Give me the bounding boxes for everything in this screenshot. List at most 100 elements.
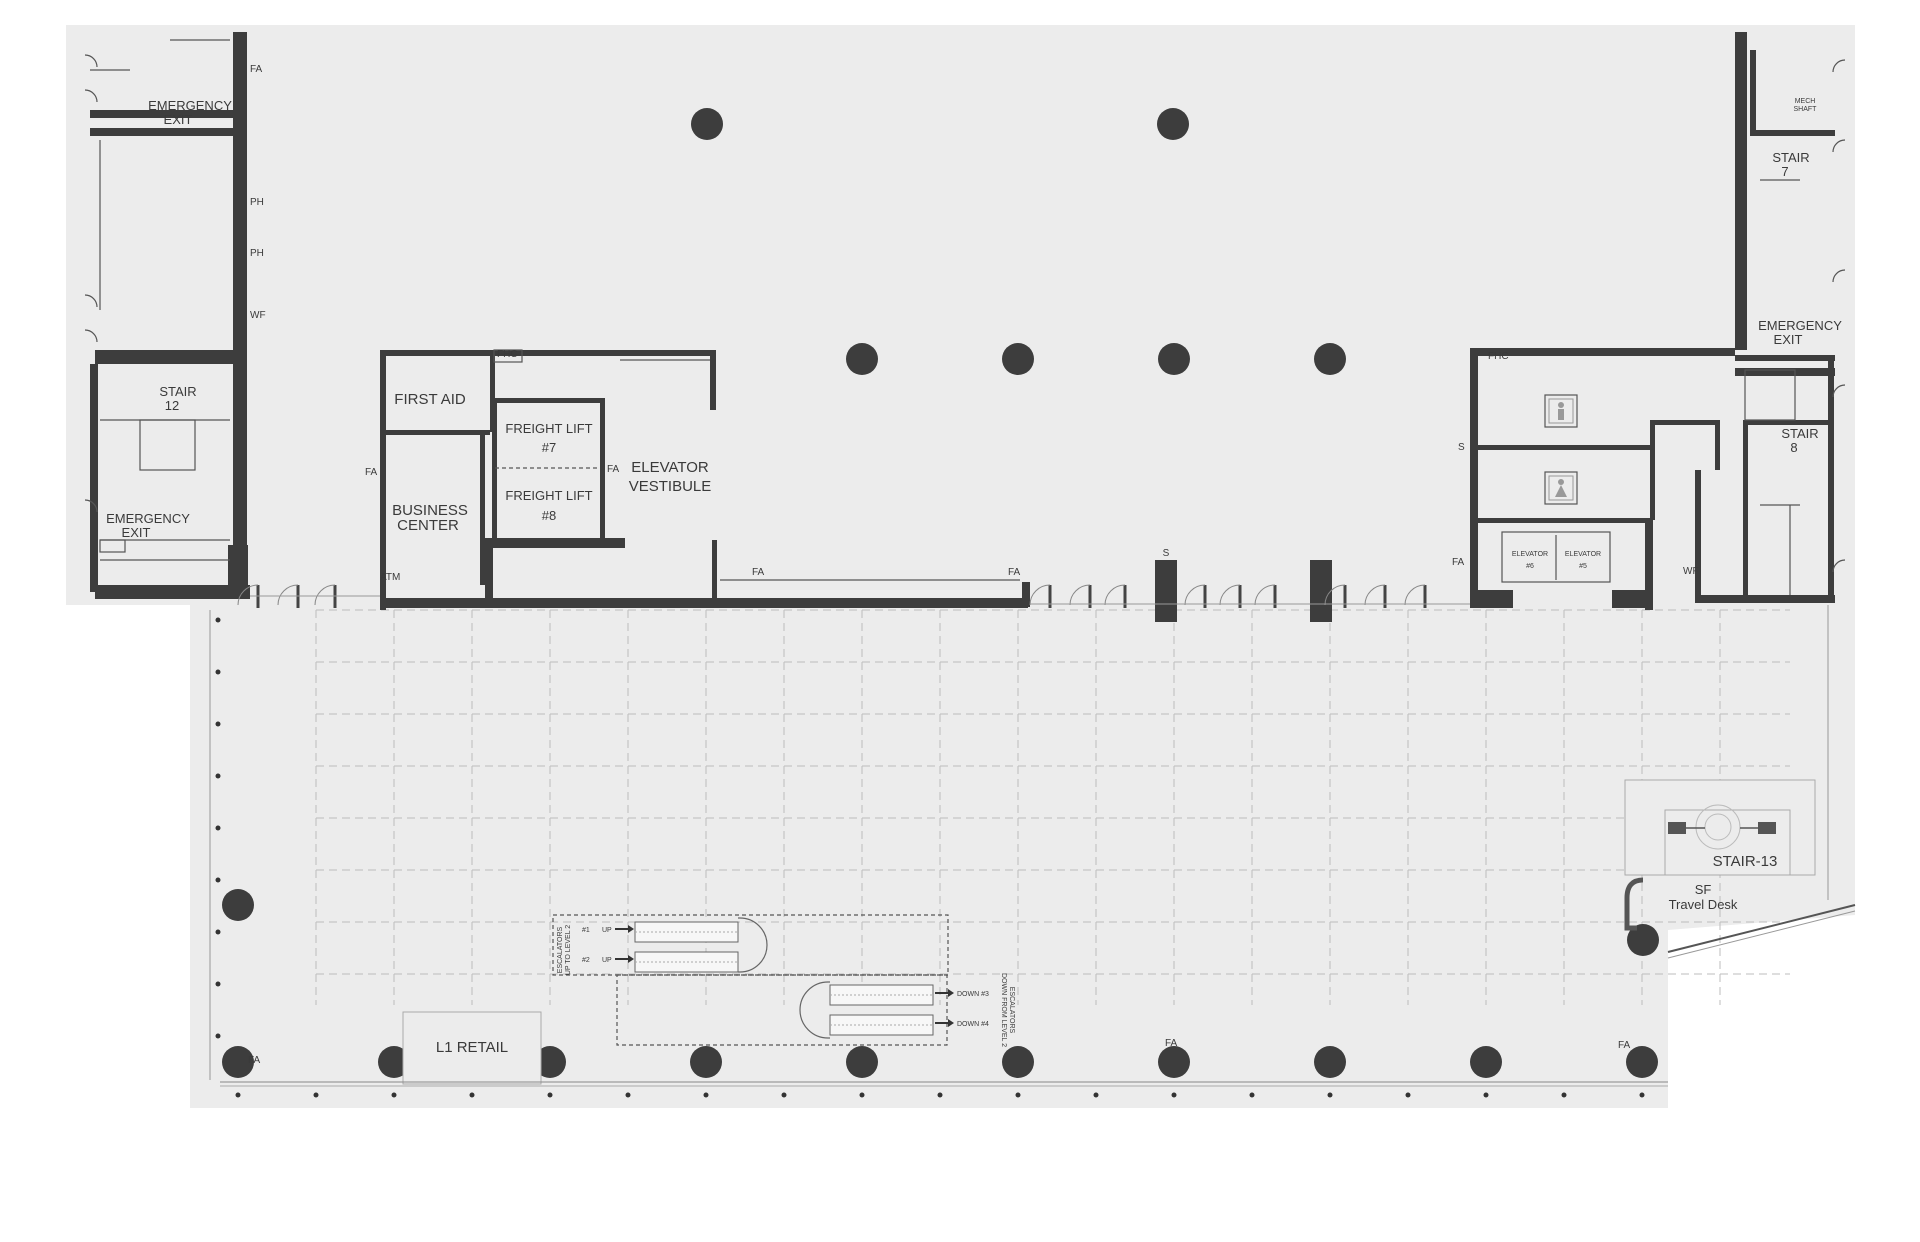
column-icon bbox=[691, 108, 723, 140]
fa-marker: FA bbox=[365, 467, 378, 478]
mullion-dot bbox=[215, 773, 221, 779]
escalators-down-label: ESCALATORS DOWN FROM LEVEL 2 bbox=[1000, 973, 1015, 1047]
business-center-label: BUSINESS bbox=[392, 502, 468, 519]
travel-desk-label: SF bbox=[1695, 882, 1712, 897]
mullion-dot bbox=[547, 1092, 553, 1098]
l1-retail: L1 RETAIL bbox=[402, 1011, 542, 1085]
column-icon bbox=[1158, 343, 1190, 375]
mullion-dot bbox=[625, 1092, 631, 1098]
mullion-dot bbox=[1405, 1092, 1411, 1098]
door-swing bbox=[1219, 584, 1241, 606]
mullion-dot bbox=[1015, 1092, 1021, 1098]
elevator-5-number: #5 bbox=[1579, 563, 1587, 570]
door-swing bbox=[314, 584, 336, 606]
ph-marker: PH bbox=[250, 197, 264, 208]
column-icon bbox=[1470, 1046, 1502, 1078]
first-aid-label: FIRST AID bbox=[394, 391, 466, 408]
column-icon bbox=[222, 889, 254, 921]
column-icon bbox=[690, 1046, 722, 1078]
mullion-dot bbox=[1483, 1092, 1489, 1098]
svg-text:UP TO LEVEL 2: UP TO LEVEL 2 bbox=[565, 925, 572, 975]
mullion-dot bbox=[781, 1092, 787, 1098]
svg-text:DOWN FROM LEVEL 2: DOWN FROM LEVEL 2 bbox=[1000, 973, 1007, 1047]
column-icon bbox=[1314, 1046, 1346, 1078]
elevator-5-label: ELEVATOR bbox=[1565, 551, 1601, 558]
mech-shaft-label-2: SHAFT bbox=[1794, 106, 1818, 113]
arrow-right-icon bbox=[615, 955, 634, 963]
column-icon bbox=[534, 1046, 566, 1078]
emergency-exit-ne-label-2: EXIT bbox=[1774, 332, 1803, 347]
stair-7-label: STAIR bbox=[1772, 150, 1809, 165]
atm-marker: ATM bbox=[380, 572, 400, 583]
door-swing bbox=[1069, 584, 1091, 606]
mullion-dot bbox=[859, 1092, 865, 1098]
escalator-1-up: UP bbox=[602, 927, 612, 934]
mullion-dot bbox=[215, 877, 221, 883]
arrow-right-icon bbox=[615, 925, 634, 933]
mullion-dot bbox=[215, 825, 221, 831]
fa-marker: FA bbox=[1618, 1040, 1631, 1051]
freight-lift-8-label: FREIGHT LIFT bbox=[505, 488, 592, 503]
storefront-doors bbox=[237, 584, 1470, 608]
s-marker: S bbox=[1458, 442, 1465, 453]
column-icon bbox=[846, 1046, 878, 1078]
wf-marker: WF bbox=[250, 310, 266, 321]
arrow-right-icon bbox=[935, 989, 954, 997]
mullion-dot bbox=[215, 669, 221, 675]
men-restroom-icon bbox=[1548, 398, 1574, 424]
column-icon bbox=[1158, 1046, 1190, 1078]
mullion-dot bbox=[1093, 1092, 1099, 1098]
mullion-dot bbox=[1639, 1092, 1645, 1098]
ph-marker: PH bbox=[250, 248, 264, 259]
mullion-dot bbox=[235, 1092, 241, 1098]
mullion-dot bbox=[1327, 1092, 1333, 1098]
arrow-right-icon bbox=[935, 1019, 954, 1027]
emergency-exit-sw-label: EMERGENCY bbox=[106, 511, 190, 526]
mullion-dot bbox=[1249, 1092, 1255, 1098]
column-icon bbox=[1627, 924, 1659, 956]
fa-marker: FA bbox=[248, 1055, 261, 1066]
business-center-label-2: CENTER bbox=[397, 517, 459, 534]
travel-desk-label-2: Travel Desk bbox=[1669, 897, 1738, 912]
east-core-labels: MECH SHAFT STAIR 7 EMERGENCY EXIT STAIR … bbox=[1452, 98, 1842, 577]
elevator-vestibule-label: ELEVATOR bbox=[631, 459, 709, 476]
mullion-dot bbox=[1561, 1092, 1567, 1098]
svg-text:ESCALATORS: ESCALATORS bbox=[557, 926, 564, 973]
fhc-marker: FHC bbox=[1488, 351, 1509, 362]
mullion-dot bbox=[215, 981, 221, 987]
escalator-1-number: #1 bbox=[582, 927, 590, 934]
central-core-labels: FIRST AID BUSINESS CENTER FREIGHT LIFT #… bbox=[365, 349, 1170, 583]
west-core bbox=[84, 32, 250, 599]
stair-7-number: 7 bbox=[1781, 164, 1788, 179]
door-swing bbox=[1254, 584, 1276, 606]
wf-marker: WF bbox=[1683, 566, 1699, 577]
fa-marker: FA bbox=[607, 464, 620, 475]
elevator-vestibule-label-2: VESTIBULE bbox=[629, 478, 712, 495]
column-icon bbox=[1002, 1046, 1034, 1078]
fhc-marker: FHC bbox=[497, 349, 518, 360]
door-swing bbox=[1324, 584, 1346, 606]
east-core bbox=[1470, 32, 1846, 610]
l1-retail-label: L1 RETAIL bbox=[436, 1039, 508, 1056]
emergency-exit-sw-label-2: EXIT bbox=[122, 525, 151, 540]
door-swing bbox=[1029, 584, 1051, 606]
freight-lift-7-number: #7 bbox=[542, 440, 556, 455]
stair-8-number: 8 bbox=[1790, 440, 1797, 455]
escalator-down-4-label: DOWN #4 bbox=[957, 1021, 989, 1028]
escalators-up-label: ESCALATORS UP TO LEVEL 2 bbox=[557, 925, 572, 975]
svg-text:ESCALATORS: ESCALATORS bbox=[1008, 987, 1015, 1034]
door-swing bbox=[1104, 584, 1126, 606]
escalator-up-2 bbox=[634, 951, 739, 973]
column-icon bbox=[1626, 1046, 1658, 1078]
central-core bbox=[380, 349, 1332, 622]
stair-8-label: STAIR bbox=[1781, 426, 1818, 441]
door-swing bbox=[277, 584, 299, 606]
escalator-down-3-label: DOWN #3 bbox=[957, 991, 989, 998]
emergency-exit-nw-label: EMERGENCY bbox=[148, 98, 232, 113]
fa-marker: FA bbox=[1008, 567, 1021, 578]
west-core-labels: EMERGENCY EXIT STAIR 12 EMERGENCY EXIT F… bbox=[106, 64, 265, 540]
column-icon bbox=[1157, 108, 1189, 140]
stair-13: STAIR-13 bbox=[1624, 779, 1816, 876]
elevator-6-number: #6 bbox=[1526, 563, 1534, 570]
freight-lift-7-label: FREIGHT LIFT bbox=[505, 421, 592, 436]
